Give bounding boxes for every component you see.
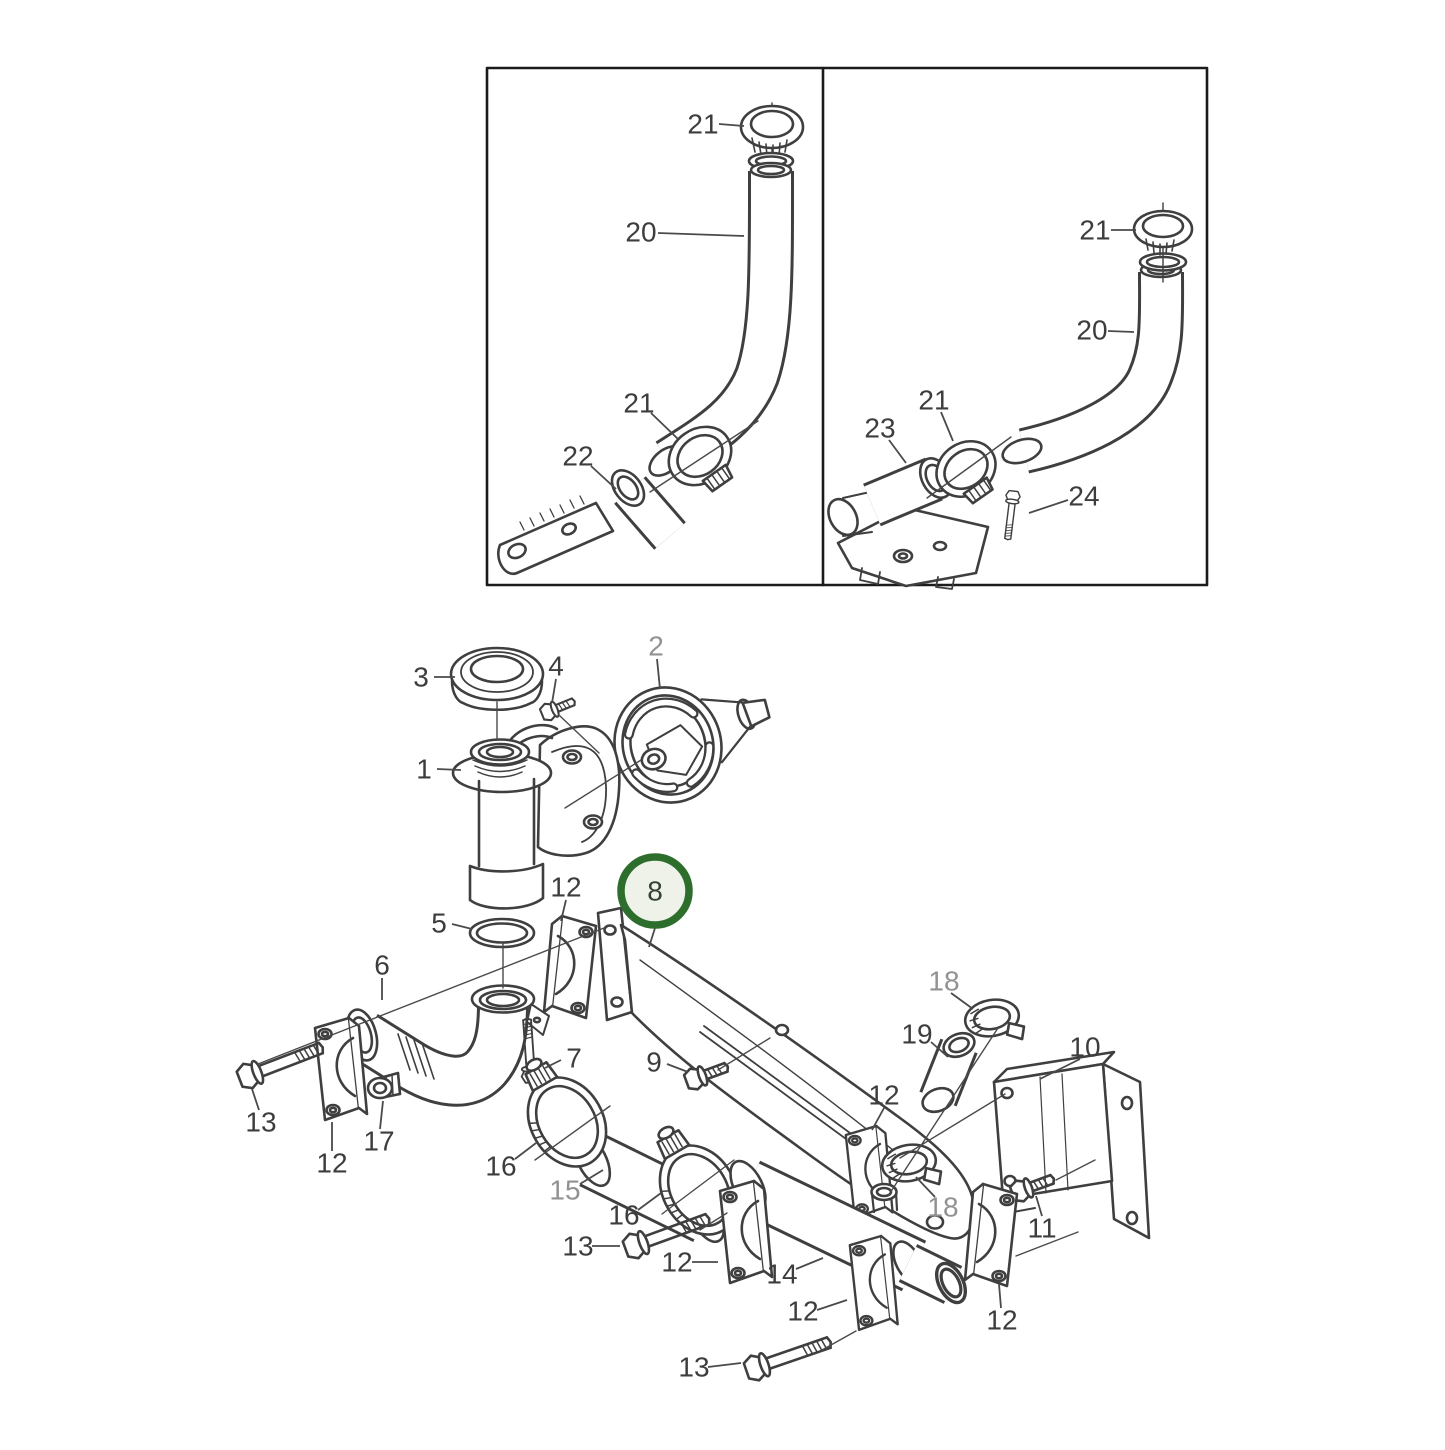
leader-line-part-14	[795, 1257, 824, 1270]
part-label-22-3: 22	[562, 441, 593, 472]
part-bracket-10	[992, 1050, 1151, 1240]
leader-line-part-12	[871, 1107, 885, 1131]
leader-line-part-16	[637, 1192, 662, 1211]
part-label-9-21: 9	[646, 1047, 662, 1078]
part-bolt-13-left	[233, 1033, 329, 1093]
part-label-18-25: 18	[928, 966, 959, 997]
leader-line-part-21	[940, 411, 954, 442]
callout-highlight-circles	[617, 853, 693, 929]
part-clamp-half-12-a	[542, 914, 598, 1020]
part-label-4-10: 4	[548, 651, 564, 682]
leader-line-part-22	[590, 465, 617, 490]
part-label-15-23: 15	[549, 1175, 580, 1206]
leader-line-part-20	[657, 232, 745, 237]
part-label-1-12: 1	[416, 754, 432, 785]
leader-line-part-16	[514, 1142, 537, 1160]
part-label-21-7: 21	[918, 385, 949, 416]
leader-line-part-13	[707, 1362, 742, 1368]
leader-line-part-8	[648, 927, 656, 948]
leader-line-part-12	[560, 899, 567, 922]
part-label-8-15: 8	[647, 876, 663, 907]
part-label-12-14: 12	[550, 872, 581, 903]
leader-line-part-11	[1035, 1195, 1043, 1217]
part-label-20-5: 20	[1076, 315, 1107, 346]
part-label-23-6: 23	[864, 413, 895, 444]
leader-line-part-20	[1107, 330, 1135, 333]
leader-line-part-9	[666, 1063, 689, 1073]
part-label-14-34: 14	[766, 1259, 797, 1290]
part-plug-17	[366, 1071, 402, 1100]
leader-line-part-10	[1039, 1058, 1081, 1080]
leader-line-part-12	[998, 1283, 1002, 1309]
part-clamp-half-12-e	[848, 1234, 899, 1332]
part-fitting-22	[497, 469, 686, 576]
part-label-24-8: 24	[1068, 481, 1099, 512]
leader-line-part-5	[451, 923, 473, 930]
part-label-10-27: 10	[1069, 1032, 1100, 1063]
part-label-3-9: 3	[413, 662, 429, 693]
part-label-16-24: 16	[608, 1200, 639, 1231]
part-label-20-1: 20	[625, 217, 656, 248]
leader-line-part-23	[888, 439, 907, 464]
leader-line-part-15	[579, 1169, 604, 1185]
construction-lines	[257, 420, 1096, 1351]
part-label-13-36: 13	[678, 1352, 709, 1383]
part-bolt-4	[537, 692, 580, 724]
leader-line-part-13	[251, 1088, 260, 1111]
part-label-21-4: 21	[1079, 215, 1110, 246]
part-clamp-half-12-b	[313, 1016, 369, 1122]
inset-box	[485, 66, 1209, 587]
part-label-18-29: 18	[927, 1192, 958, 1223]
part-label-19-26: 19	[901, 1019, 932, 1050]
leader-line-part-7	[544, 1059, 562, 1069]
callout-leader-lines	[251, 123, 1136, 1368]
leader-line-part-18	[950, 992, 974, 1010]
part-label-12-33: 12	[661, 1247, 692, 1278]
part-clamp-half-12-f	[963, 1182, 1019, 1288]
part-label-13-17: 13	[245, 1107, 276, 1138]
part-label-21-0: 21	[687, 109, 718, 140]
part-label-11-30: 11	[1027, 1213, 1056, 1244]
part-oring-5	[468, 917, 536, 949]
leader-line-part-17	[379, 1100, 384, 1130]
leader-line-part-1	[436, 768, 462, 771]
leader-line-part-18	[915, 1176, 936, 1198]
highlight-ring-part-8	[617, 853, 693, 929]
part-label-13-32: 13	[562, 1231, 593, 1262]
part-label-5-13: 5	[431, 908, 447, 939]
part-label-12-28: 12	[868, 1080, 899, 1111]
part-tube-19	[919, 1031, 978, 1114]
part-filler-cap-3	[449, 646, 545, 711]
part-filler-housing-1	[451, 723, 621, 910]
part-label-12-35: 12	[787, 1296, 818, 1327]
leader-line-part-4	[551, 678, 557, 704]
leader-line-part-21	[650, 412, 679, 440]
part-hose-clamp-21-top-right	[1132, 202, 1194, 283]
leader-line-part-21	[718, 123, 745, 127]
part-label-21-2: 21	[623, 388, 654, 419]
part-thermostat-2	[613, 686, 771, 804]
part-clamp-half-12-d	[718, 1179, 774, 1285]
part-label-6-16: 6	[374, 950, 390, 981]
leader-line-part-19	[930, 1041, 949, 1058]
part-label-12-31: 12	[986, 1305, 1017, 1336]
part-hose-clamp-21-top-left	[739, 102, 805, 159]
part-label-12-18: 12	[316, 1148, 347, 1179]
part-label-17-19: 17	[363, 1126, 394, 1157]
part-label-16-22: 16	[485, 1151, 516, 1182]
part-label-7-20: 7	[566, 1043, 582, 1074]
part-label-2-11: 2	[648, 631, 664, 662]
part-elbow-pipe-6	[345, 984, 550, 1107]
leader-line-part-24	[1028, 499, 1069, 514]
part-bolt-13-bottom	[740, 1328, 837, 1385]
part-bolt-24	[999, 489, 1022, 542]
leader-line-part-12	[816, 1299, 848, 1311]
part-hose-20-right	[1001, 261, 1185, 474]
leader-line-part-2	[656, 658, 661, 690]
